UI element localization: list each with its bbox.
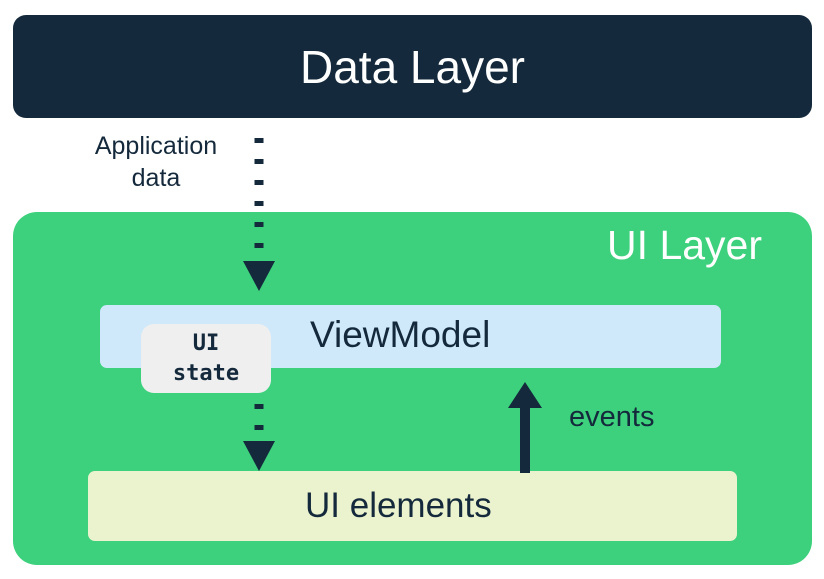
application-data-label: Application data: [72, 131, 240, 194]
application-data-label-line2: data: [131, 163, 181, 192]
ui-state-badge-line2: state: [172, 360, 240, 386]
application-data-label-line1: Application: [94, 132, 218, 160]
data-layer-title: Data Layer: [299, 40, 525, 93]
ui-layer-title: UI Layer: [607, 222, 762, 268]
events-label: events: [569, 401, 655, 433]
ui-elements-label: UI elements: [305, 486, 492, 525]
data-layer-box: Data Layer: [13, 15, 812, 118]
ui-state-badge: UI state: [141, 324, 271, 393]
ui-elements-box: [88, 471, 737, 541]
viewmodel-label: ViewModel: [310, 314, 491, 355]
ui-state-badge-line1: UI: [192, 330, 220, 356]
